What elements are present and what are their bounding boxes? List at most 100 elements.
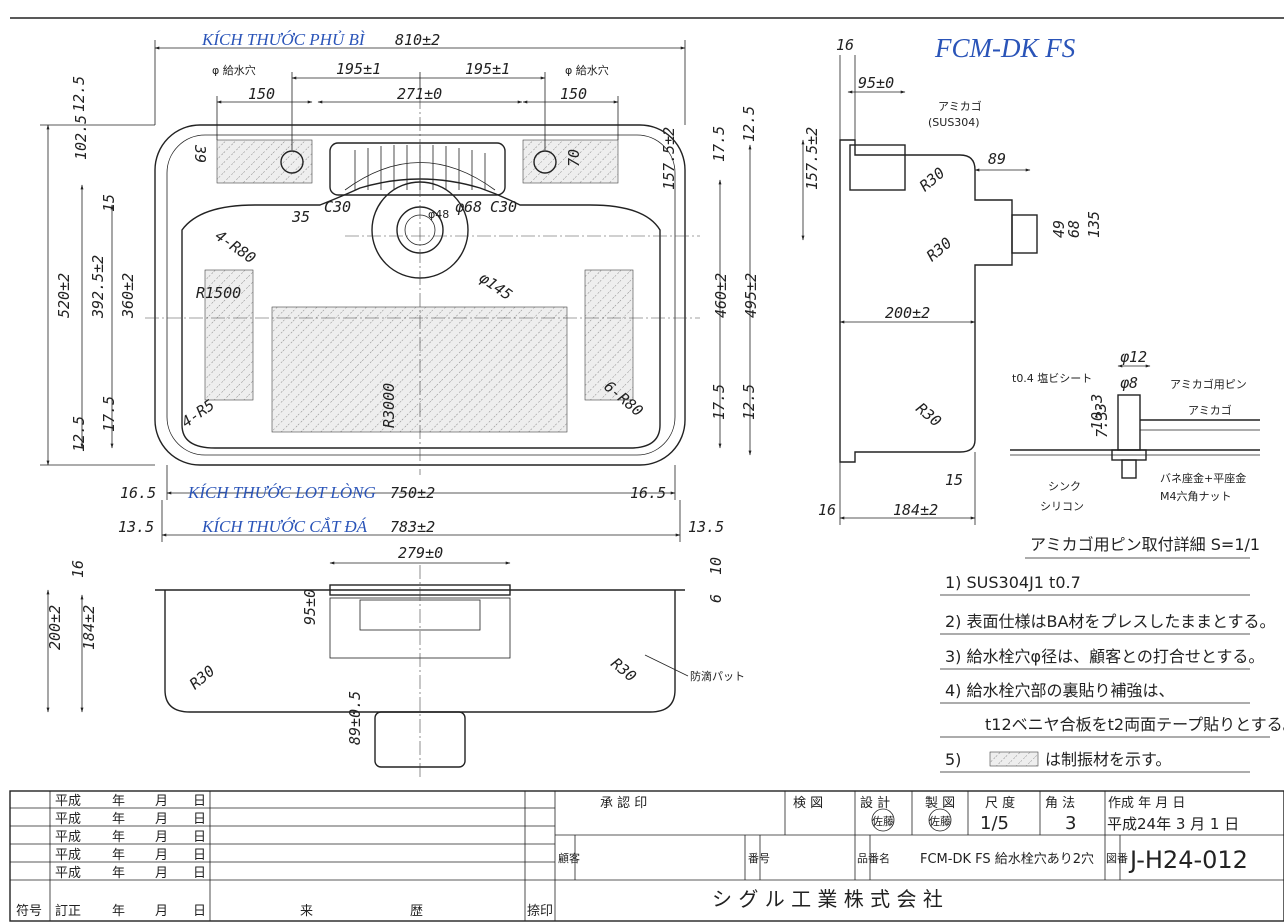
faucet-hole-right <box>533 150 557 174</box>
history-head-1: 来 <box>300 904 313 919</box>
drafting-stamp-name: 佐藤 <box>929 814 951 828</box>
bowl-outline <box>181 178 661 449</box>
drain-outer-dia: φ145 <box>476 269 516 304</box>
customer-label: 顧客 <box>558 851 580 865</box>
pin-height-a: 3 <box>1092 403 1110 413</box>
front-flange: 16 <box>69 560 87 578</box>
rev-era-3: 平成 <box>55 830 81 845</box>
damping-pad-right <box>584 269 634 401</box>
pin-detail-caption: アミカゴ用ピン取付詳細 S=1/1 <box>1030 535 1260 554</box>
side-flange-bottom: 16 <box>818 501 836 519</box>
design-stamp <box>871 808 895 832</box>
drafting-stamp <box>928 808 952 832</box>
rim-deck-depth: 102.5 <box>72 115 90 160</box>
rev-month-3: 月 <box>155 830 168 845</box>
drain-inner-dia: φ48 <box>428 208 449 221</box>
history-head-2: 歴 <box>410 904 423 919</box>
side-depth-top: 157.5±2 <box>803 127 821 190</box>
rev-year-5: 年 <box>112 866 125 881</box>
faucet-hole-label-right: φ 給水穴 <box>565 63 609 77</box>
pad-width-right: 150 <box>560 85 587 103</box>
washer-note: バネ座金+平座金 <box>1160 471 1246 485</box>
created-label: 作成 年 月 日 <box>1108 796 1185 811</box>
side-drain-outer: 135 <box>1085 211 1103 238</box>
inner-offset-left: 16.5 <box>120 484 156 502</box>
overall-inner-length: 495±2 <box>742 273 760 318</box>
note-5: 5) <box>945 750 961 769</box>
basket-callout: アミカゴ <box>938 99 982 113</box>
front-bowl-height: 184±2 <box>80 605 98 650</box>
damping-pad-label: 防滴パット <box>690 669 745 683</box>
pin-shaft-dia: φ8 <box>1120 374 1138 392</box>
faucet-hole-label-left: φ 給水穴 <box>212 63 256 77</box>
angle-value: 3 <box>1065 813 1076 834</box>
hole-offset: 35 <box>291 208 310 226</box>
pad-depth-right: 70 <box>565 149 583 167</box>
inner-width-value: 750±2 <box>390 484 435 502</box>
inner-offset-right: 16.5 <box>630 484 666 502</box>
rev-era-1: 平成 <box>55 794 81 809</box>
chamfer-left: C30 <box>324 198 351 216</box>
side-view: FCM-DK FS 16 95±0 アミカゴ (SUS304) 89 R30 R… <box>801 33 1103 525</box>
nut-note: M4六角ナット <box>1160 490 1232 503</box>
basket-offset: 157.5±2 <box>660 127 678 190</box>
design-label: 設 計 <box>860 795 890 811</box>
faucet-spacing-right: 195±1 <box>465 60 510 78</box>
rev-year-head: 年 <box>112 904 125 919</box>
overall-width-label: KÍCH THƯỚC PHỦ BÌ <box>201 30 366 49</box>
pin-head-dia: φ12 <box>1120 348 1147 366</box>
pad-width-left: 150 <box>248 85 275 103</box>
front-view: 279±0 16 10 6 95±0 200±2 184±2 R30 R30 8… <box>46 544 745 780</box>
inner-width-label: KÍCH THƯỚC LOT LÒNG <box>187 483 376 502</box>
rim-top-right-b: 12.5 <box>740 106 758 142</box>
rev-day-4: 日 <box>193 848 206 863</box>
pin-detail: φ12 φ8 t0.4 塩ビシート アミカゴ用ピン アミカゴ 10.3 3 7.… <box>1010 348 1260 559</box>
rev-era-4: 平成 <box>55 848 81 863</box>
note-5b: は制振材を示す。 <box>1045 750 1171 769</box>
faucet-spacing-left: 195±1 <box>336 60 381 78</box>
cut-width-label: KÍCH THƯỚC CẮT ĐÁ <box>201 517 368 536</box>
side-drain-mid: 68 <box>1065 220 1083 238</box>
front-basket-width: 279±0 <box>398 544 443 562</box>
design-stamp-name: 佐藤 <box>872 814 894 828</box>
overall-width-value: 810±2 <box>395 31 440 49</box>
faucet-pad-left <box>216 139 313 184</box>
model-title: FCM-DK FS <box>934 33 1076 63</box>
cut-width-value: 783±2 <box>390 518 435 536</box>
notes: 1) SUS304J1 t0.7 2) 表面仕様はBA材をプレスしたままとする。… <box>940 573 1284 773</box>
order-no-label: 番号 <box>748 852 770 865</box>
damping-legend-swatch <box>989 751 1039 767</box>
side-flange: 16 <box>836 36 854 54</box>
rev-month-5: 月 <box>155 866 168 881</box>
sink-note: シンク <box>1048 480 1081 493</box>
pin-note: アミカゴ用ピン <box>1170 377 1247 391</box>
part-name: FCM-DK FS 給水栓穴あり2穴 <box>920 852 1094 867</box>
sink-inner-rim <box>166 134 676 456</box>
pin-height-total: 10.3 <box>1088 394 1106 430</box>
company-name: シ グ ル 工 業 株 式 会 社 <box>712 887 943 911</box>
floor-depth: 360±2 <box>119 273 137 319</box>
rev-day-5: 日 <box>193 866 206 881</box>
rev-month-4: 月 <box>155 848 168 863</box>
front-radius-left: R30 <box>186 662 218 693</box>
rev-day-2: 日 <box>193 812 206 827</box>
side-drain-offset: 89 <box>988 150 1006 168</box>
check-label: 検 図 <box>793 796 823 811</box>
scale-label: 尺 度 <box>985 795 1015 811</box>
overall-depth: 520±2 <box>55 273 73 318</box>
deck-offset: 15 <box>100 194 118 212</box>
corner-radius-bl: 4-R5 <box>178 396 218 431</box>
basket-top <box>329 142 506 196</box>
bowl-depth: 392.5±2 <box>89 255 107 319</box>
rev-symbol-head: 符号 <box>16 903 42 919</box>
note-2: 2) 表面仕様はBA材をプレスしたままとする。 <box>945 612 1275 631</box>
rev-month-1: 月 <box>155 794 168 809</box>
corner-radius-top: 4-R80 <box>212 227 259 268</box>
bottom-radius: R1500 <box>196 284 241 302</box>
side-radius-a: R30 <box>916 164 948 195</box>
rim-top-right-a: 17.5 <box>710 126 728 162</box>
angle-label: 角 法 <box>1045 796 1075 811</box>
pvc-sheet-note: t0.4 塩ビシート <box>1012 371 1092 385</box>
basket-note: アミカゴ <box>1188 403 1232 417</box>
rev-fix-head: 訂正 <box>55 903 81 919</box>
